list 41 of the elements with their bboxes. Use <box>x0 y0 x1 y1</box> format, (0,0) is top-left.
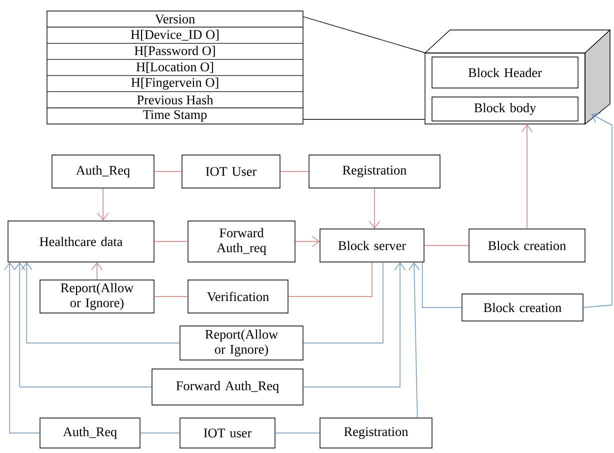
process-box: Block server <box>320 228 424 262</box>
arrow <box>408 262 420 418</box>
connector-line <box>422 262 462 308</box>
connector-line <box>140 432 180 434</box>
process-box: Verification <box>188 280 288 314</box>
block-section-box: Block body <box>432 96 578 122</box>
connector-line <box>303 119 426 120</box>
process-box: Auth_Req <box>40 418 140 448</box>
connector-line <box>303 16 426 53</box>
process-box: Report(Allow or Ignore) <box>40 280 154 314</box>
arrow <box>295 236 320 248</box>
process-box: Forward Auth_Req <box>152 368 304 406</box>
connector-line <box>275 432 320 434</box>
connector-line <box>303 262 384 344</box>
process-box: IOT User <box>182 154 280 188</box>
block-section-box: Block Header <box>432 56 578 88</box>
header-table: Version H[Device_ID O] H[Password O] H[Location O] H[Fingervein O] Previous Hash Time Stamp <box>46 10 304 124</box>
arrow <box>368 188 380 229</box>
arrow <box>14 262 152 388</box>
process-box: Report(Allow or Ignore) <box>180 326 304 360</box>
arrow <box>21 262 180 344</box>
connector-line <box>154 171 182 172</box>
process-box: Forward Auth_req <box>188 220 296 262</box>
arrow <box>303 262 406 388</box>
process-box: IOT user <box>180 418 276 448</box>
process-box: Healthcare data <box>8 220 154 262</box>
arrow <box>583 112 612 308</box>
process-box: Block creation <box>468 228 586 262</box>
process-box: Registration <box>320 418 432 448</box>
process-box: Auth_Req <box>52 154 154 188</box>
connector-line <box>154 241 188 242</box>
process-box: Block creation <box>462 294 584 322</box>
connector-line <box>424 245 470 246</box>
arrow <box>97 188 109 221</box>
connector-line <box>154 296 188 297</box>
arrow <box>4 262 40 434</box>
connector-line <box>280 171 309 172</box>
process-box: Registration <box>308 154 440 188</box>
arrow <box>521 124 533 229</box>
arrow <box>91 262 103 280</box>
connector-line <box>288 262 372 297</box>
